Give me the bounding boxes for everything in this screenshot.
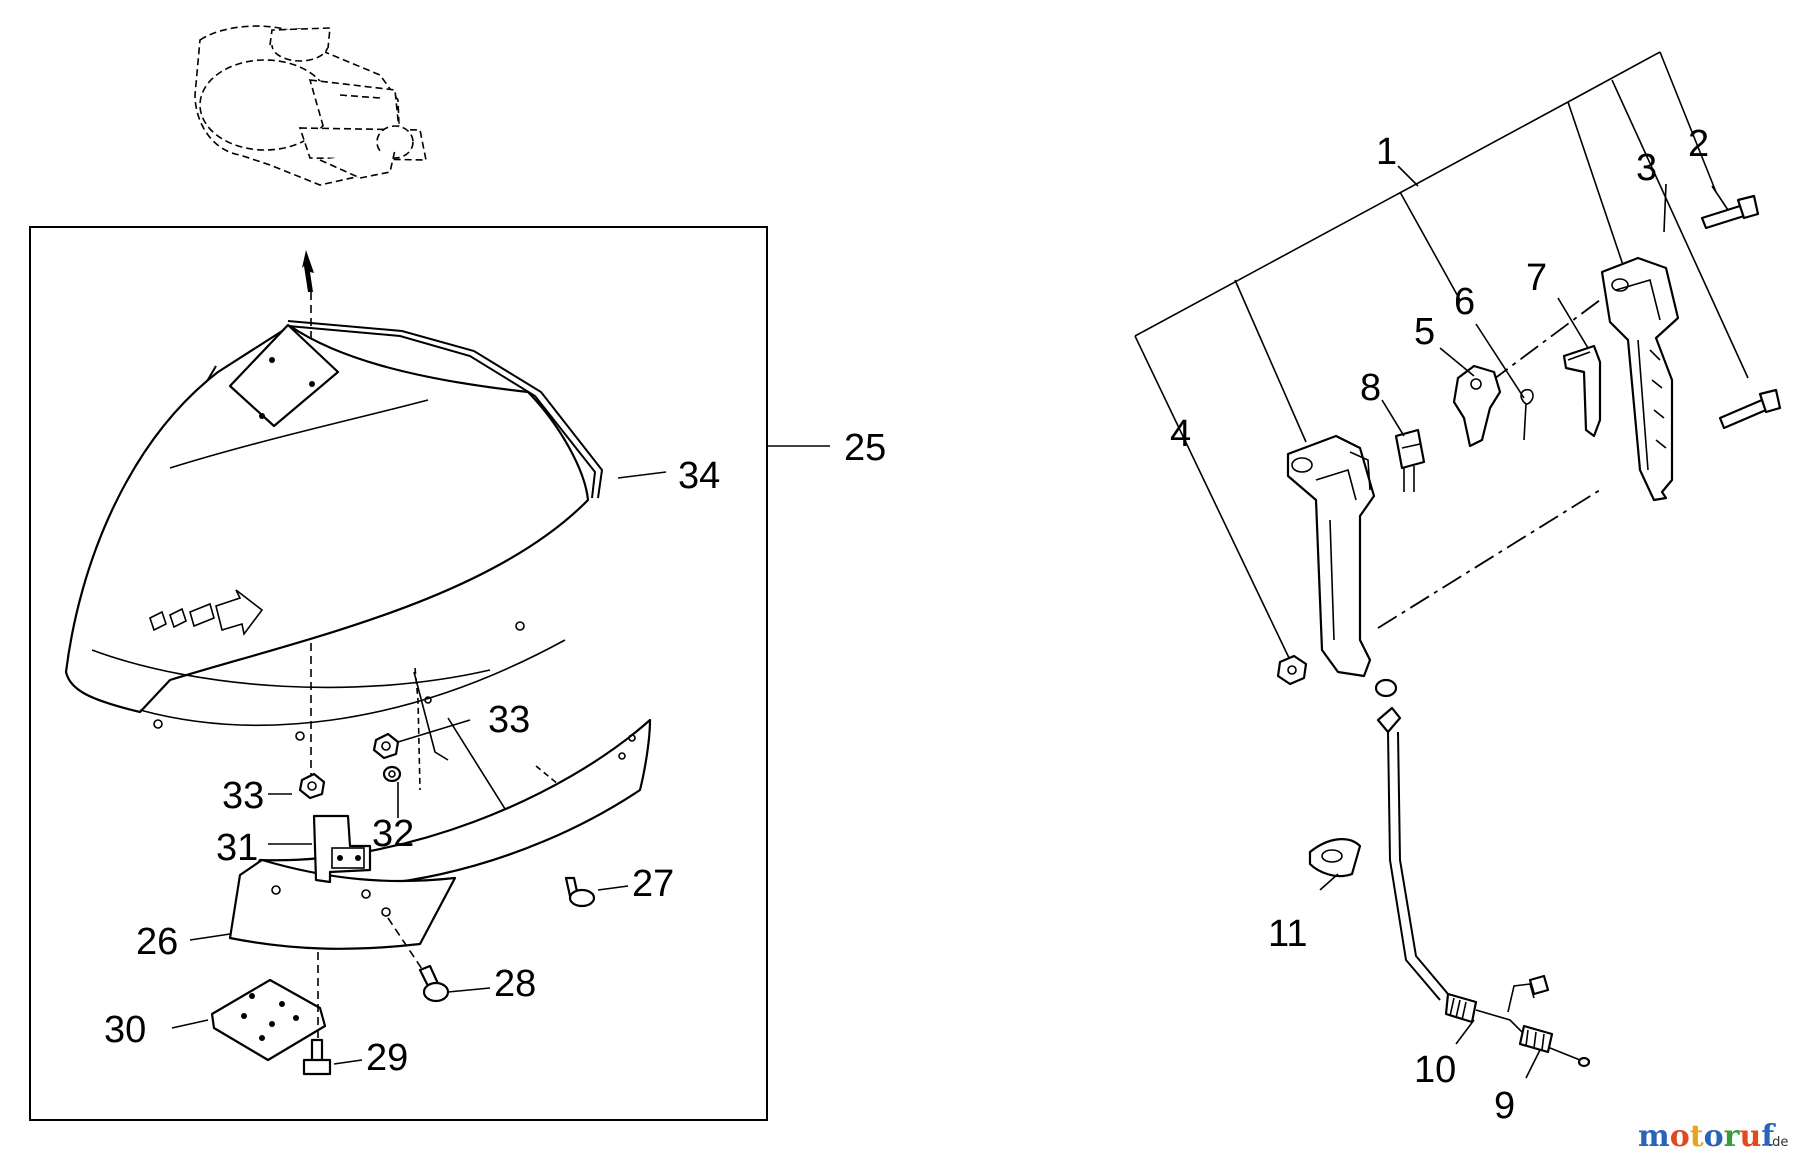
callout-26: 26: [136, 921, 178, 963]
callout-8: 8: [1360, 367, 1381, 409]
callout-34: 34: [678, 455, 720, 497]
callout-32: 32: [372, 813, 414, 855]
logo-wordmark: motoruf: [1638, 1119, 1776, 1154]
group-frame: [29, 226, 768, 1121]
nut-33b: [372, 732, 400, 760]
callout-29: 29: [366, 1037, 408, 1079]
callout-27: 27: [632, 863, 674, 905]
callout-30: 30: [104, 1009, 146, 1051]
callout-5: 5: [1414, 311, 1435, 353]
guard-mount-plate: [228, 323, 340, 428]
bolt-27: [564, 876, 596, 908]
logo-letter: r: [1724, 1119, 1741, 1154]
washer-32: [382, 765, 402, 783]
mount-plate-30: [210, 978, 327, 1062]
rotation-arrow-icon: [149, 589, 264, 636]
callout-3: 3: [1636, 147, 1657, 189]
callout-25: 25: [844, 427, 886, 469]
bolt-28: [387, 917, 450, 1003]
callout-7: 7: [1526, 257, 1547, 299]
gearhead-reference-outline: [194, 25, 427, 186]
callout-33-left: 33: [222, 775, 264, 817]
switch-8: [1394, 428, 1426, 492]
grass-guard: [64, 324, 590, 714]
throttle-cable: [1374, 678, 1591, 1068]
lock-lever: [1562, 344, 1602, 438]
callout-2: 2: [1688, 123, 1709, 165]
callout-9: 9: [1494, 1085, 1515, 1127]
nut-4: [1276, 654, 1308, 686]
callout-6: 6: [1454, 281, 1475, 323]
screw-2-upper: [1700, 194, 1760, 230]
logo-letter: f: [1761, 1119, 1776, 1154]
screw-2-lower: [1718, 388, 1782, 430]
logo-letter: u: [1739, 1119, 1761, 1154]
handle-half-right: [1600, 256, 1680, 502]
guard-rod: [287, 325, 597, 499]
cable-clip-11: [1308, 838, 1362, 878]
callout-33-right: 33: [488, 699, 530, 741]
line-cutter-strip: [246, 718, 652, 889]
logo-letter: t: [1690, 1119, 1704, 1154]
callout-10: 10: [1414, 1049, 1456, 1091]
callout-4: 4: [1170, 413, 1191, 455]
callout-1: 1: [1376, 131, 1397, 173]
callout-31: 31: [216, 827, 258, 869]
callout-11: 11: [1268, 913, 1307, 955]
callout-28: 28: [494, 963, 536, 1005]
direction-arrow-icon: [302, 250, 314, 292]
logo-letter: o: [1704, 1119, 1724, 1154]
bolt-29: [302, 1038, 332, 1076]
bracket: [312, 814, 372, 884]
throttle-trigger: [1452, 364, 1502, 448]
logo-letter: m: [1638, 1119, 1670, 1154]
guard-assembly-group: [29, 226, 830, 1121]
motoruf-logo: motoruf .de: [1638, 1119, 1788, 1154]
logo-letter: o: [1670, 1119, 1690, 1154]
handle-assembly-group: [1134, 51, 1782, 1079]
nut-33a: [298, 772, 326, 800]
svg-text:.de: .de: [1768, 1135, 1788, 1150]
spring-6: [1520, 388, 1534, 441]
